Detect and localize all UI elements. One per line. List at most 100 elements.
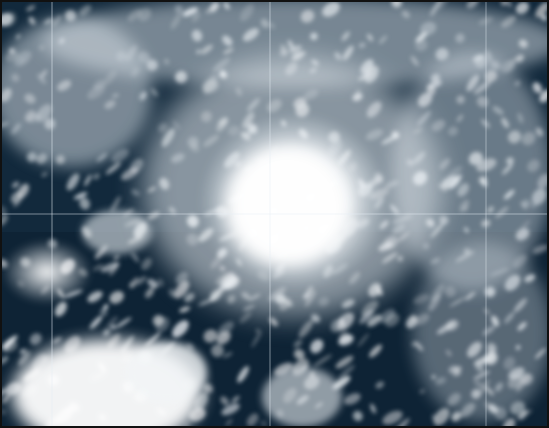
cloud-fleck — [220, 396, 229, 406]
cloud-fleck — [338, 364, 355, 379]
cloud-fleck — [79, 197, 91, 210]
cloud-fleck — [99, 309, 108, 316]
cloud-fleck — [260, 420, 268, 426]
cloud-fleck — [379, 308, 396, 324]
cloud-fleck — [13, 195, 23, 207]
cloud-fleck — [273, 362, 293, 376]
cloud-fleck — [131, 189, 140, 196]
cloud-fleck — [131, 252, 140, 263]
cloud-fleck — [336, 312, 355, 331]
cloud-fleck — [352, 410, 363, 422]
cloud-fleck — [298, 320, 313, 338]
cloud-fleck — [152, 314, 164, 327]
cloud-fleck — [110, 324, 116, 330]
cloud-fleck — [375, 381, 385, 389]
cloud-fleck — [361, 300, 379, 317]
cloud-fleck — [111, 149, 129, 163]
cloud-fleck — [183, 421, 191, 426]
cloud-fleck — [2, 409, 6, 415]
cloud-fleck — [539, 89, 547, 103]
cloud-fleck — [28, 16, 36, 25]
cloud-fleck — [532, 82, 542, 94]
cloud-fleck — [10, 191, 22, 203]
bottom-left-cloud-2 — [127, 342, 207, 402]
cloud-fleck — [225, 418, 233, 426]
cloud-fleck — [293, 349, 305, 360]
cloud-fleck — [2, 11, 17, 27]
cloud-fleck — [310, 339, 324, 354]
cloud-fleck — [255, 328, 261, 334]
cloud-fleck — [217, 321, 234, 336]
cloud-fleck — [135, 276, 147, 286]
cloud-fleck — [18, 350, 31, 366]
cloud-fleck — [503, 418, 516, 426]
cloud-fleck — [311, 314, 321, 323]
cloud-fleck — [269, 317, 279, 327]
cloud-fleck — [251, 331, 262, 348]
cloud-fleck — [359, 309, 374, 324]
cloud-fleck — [79, 4, 92, 17]
cloud-fleck — [147, 278, 159, 289]
cloud-fleck — [221, 403, 240, 416]
cloud-fleck — [66, 173, 80, 191]
cloud-fleck — [2, 394, 10, 404]
cloud-fleck — [293, 339, 303, 348]
cloud-fleck — [105, 162, 122, 175]
cloud-fleck — [150, 88, 159, 97]
cloud-fleck — [419, 389, 425, 394]
cloud-fleck — [29, 333, 42, 345]
cloud-fleck — [51, 336, 62, 345]
cloud-fleck — [174, 280, 190, 299]
cloud-fleck — [535, 2, 547, 18]
cloud-fleck — [2, 335, 18, 349]
bottom-center-streak — [262, 367, 342, 426]
cloud-fleck — [500, 2, 508, 7]
cloud-fleck — [515, 409, 533, 419]
cloud-fleck — [382, 410, 403, 425]
cloud-fleck — [113, 254, 120, 261]
cloud-fleck — [237, 366, 249, 383]
cloud-fleck — [2, 205, 7, 216]
storm-core-bright — [227, 149, 347, 265]
cloud-fleck — [87, 290, 103, 303]
cloud-fleck — [129, 281, 137, 289]
cloud-fleck — [433, 408, 450, 426]
cloud-fleck — [89, 315, 103, 329]
cloud-fleck — [41, 172, 48, 177]
cloud-fleck — [110, 196, 121, 213]
cloud-fleck — [231, 395, 240, 403]
cloud-fleck — [515, 2, 529, 15]
cloud-fleck — [313, 354, 332, 367]
cloud-fleck — [369, 344, 382, 358]
cloud-fleck — [106, 316, 118, 329]
cloud-fleck — [2, 214, 8, 226]
cloud-fleck — [103, 304, 109, 311]
cloud-fleck — [357, 333, 370, 347]
cloud-fleck — [130, 158, 144, 173]
cloud-fleck — [157, 278, 164, 287]
cloud-fleck — [26, 5, 36, 12]
left-mid-cloud-2 — [82, 210, 152, 254]
cloud-fleck — [109, 290, 124, 304]
cloud-fleck — [335, 355, 354, 369]
cloud-fleck — [223, 351, 233, 358]
cloud-fleck — [141, 258, 152, 270]
cloud-fleck — [54, 301, 67, 317]
cloud-fleck — [92, 173, 100, 180]
cloud-fleck — [541, 14, 547, 21]
top-cloud-band — [42, 2, 547, 87]
cloud-fleck — [246, 413, 259, 426]
cloud-fleck — [115, 317, 132, 329]
cloud-fleck — [92, 264, 104, 272]
cloud-fleck — [172, 320, 189, 338]
cloud-fleck — [344, 393, 361, 405]
cloud-fleck — [370, 403, 377, 414]
cloud-fleck — [239, 311, 252, 324]
cloud-fleck — [367, 314, 382, 327]
cloud-fleck — [338, 334, 354, 346]
cloud-fleck — [211, 344, 224, 358]
cloud-fleck — [505, 2, 513, 8]
lower-right-cloud-band — [412, 242, 547, 422]
cloud-fleck — [19, 348, 27, 354]
